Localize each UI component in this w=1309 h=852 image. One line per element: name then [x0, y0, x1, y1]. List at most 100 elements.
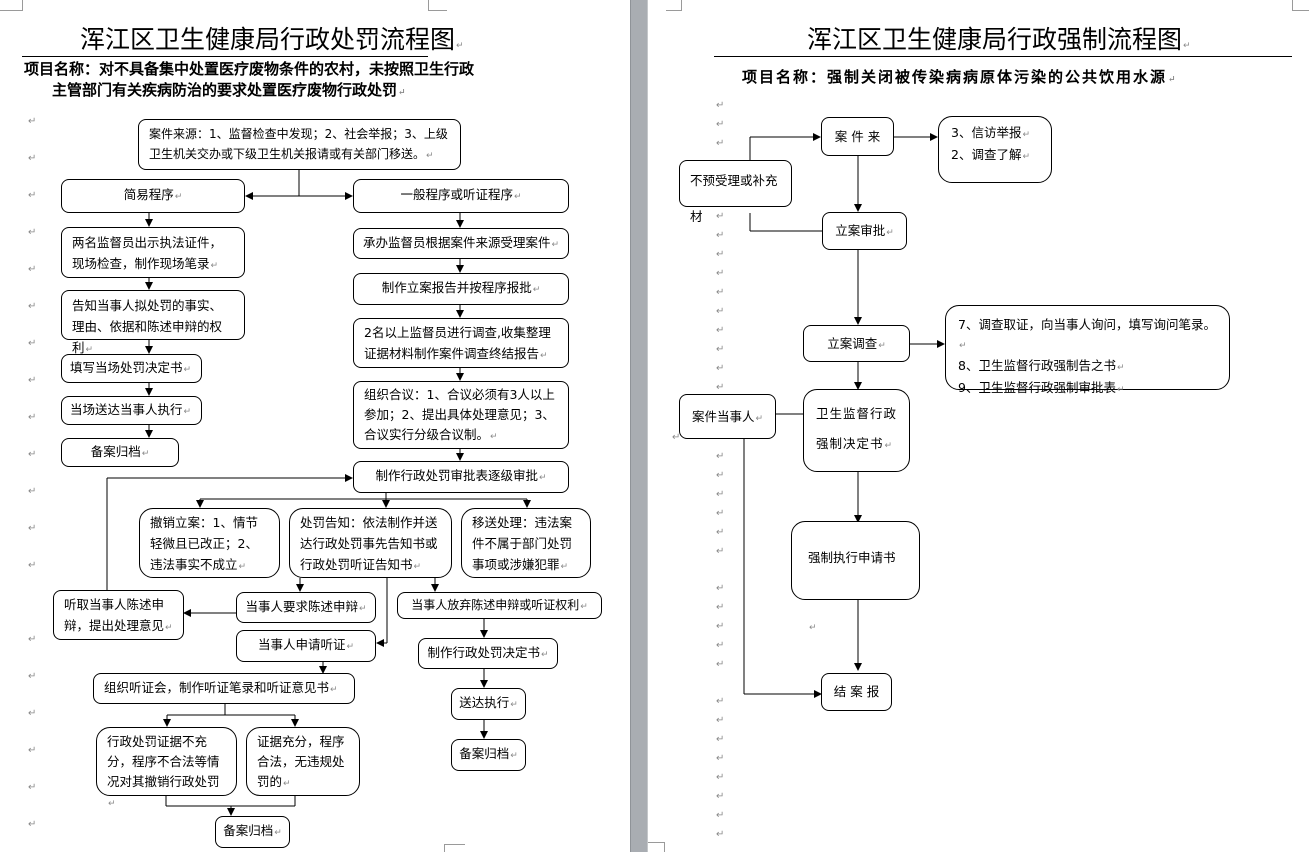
node-general-step-4: 组织合议：1、合议必须有3人以上参加；2、提出具体处理意见；3、合议实行分级合议… [353, 381, 569, 449]
page-gutter [630, 0, 648, 852]
node-case-source: 案件来源：1、监督检查中发现；2、社会举报；3、上级卫生机关交办或下级卫生机关报… [138, 119, 461, 170]
paragraph-mark: ↵ [672, 432, 681, 443]
paragraph-mark: ↵ [716, 363, 725, 374]
paragraph-mark: ↵ [716, 138, 725, 149]
margin-corner [648, 842, 665, 852]
paragraph-mark: ↵ [716, 489, 725, 500]
paragraph-mark: ↵ [716, 287, 725, 298]
paragraph-mark: ↵ [716, 382, 725, 393]
node-approval-form: 制作行政处罚审批表逐级审批 [353, 461, 569, 493]
paragraph-mark: ↵ [716, 829, 725, 840]
node-simple-step-2: 告知当事人拟处罚的事实、理由、依据和陈述申辩的权利 [61, 290, 245, 355]
paragraph-mark: ↵ [716, 306, 725, 317]
node-revoke-case: 撤销立案：1、情节轻微且已改正；2、违法事实不成立 [139, 508, 280, 578]
title-rule [714, 56, 1292, 57]
margin-corner [444, 844, 465, 852]
page-left: 浑江区卫生健康局行政处罚流程图 项目名称：对不具备集中处置医疗废物条件的农村，未… [0, 0, 630, 852]
paragraph-mark: ↵ [716, 546, 725, 557]
paragraph-mark: ↵ [28, 708, 37, 719]
document-item: 7、调查取证，向当事人询问，填写询问笔录。 [958, 315, 1217, 356]
paragraph-mark: ↵ [28, 116, 37, 127]
node-case-investigation: 立案调查 [803, 325, 910, 362]
project-name: 项目名称：强制关闭被传染病病原体污染的公共饮用水源 [742, 66, 1178, 91]
page-right: 浑江区卫生健康局行政强制流程图 项目名称：强制关闭被传染病病原体污染的公共饮用水… [648, 0, 1309, 852]
paragraph-mark: ↵ [28, 375, 37, 386]
paragraph-mark: ↵ [28, 819, 37, 830]
node-simple-step-1: 两名监督员出示执法证件，现场检查，制作现场笔录 [61, 227, 245, 278]
paragraph-mark: ↵ [28, 227, 37, 238]
paragraph-mark: ↵ [28, 745, 37, 756]
paragraph-mark: ↵ [716, 621, 725, 632]
paragraph-mark: ↵ [28, 412, 37, 423]
paragraph-mark: ↵ [28, 671, 37, 682]
paragraph-mark: ↵ [716, 527, 725, 538]
node-archive-bottom: 备案归档 [215, 816, 290, 848]
paragraph-mark: ↵ [28, 634, 37, 645]
node-simple-procedure: 简易程序 [61, 179, 245, 213]
paragraph-mark: ↵ [28, 338, 37, 349]
paragraph-mark: ↵ [716, 211, 725, 222]
margin-corner [1292, 0, 1309, 11]
paragraph-mark: ↵ [716, 753, 725, 764]
paragraph-mark: ↵ [28, 560, 37, 571]
paragraph-mark: ↵ [716, 810, 725, 821]
page-title: 浑江区卫生健康局行政处罚流程图 [80, 20, 464, 56]
paragraph-mark: ↵ [716, 734, 725, 745]
paragraph-mark: ↵ [716, 268, 725, 279]
paragraph-mark: ↵ [716, 451, 725, 462]
project-name-line2: 主管部门有关疾病防治的要求处置医疗废物行政处罚 [52, 79, 406, 104]
source-item: 3、信访举报 [951, 123, 1039, 145]
page-title: 浑江区卫生健康局行政强制流程图 [807, 20, 1191, 56]
node-request-statement: 当事人要求陈述申辩 [236, 592, 376, 623]
node-waive-rights: 当事人放弃陈述申辩或听证权利 [397, 592, 602, 619]
node-case-source: 案 件 来 [821, 117, 894, 156]
node-penalty-notice: 处罚告知：依法制作并送达行政处罚事先告知书或行政处罚听证告知书 [289, 508, 452, 578]
paragraph-mark: ↵ [28, 523, 37, 534]
paragraph-mark: ↵ [716, 249, 725, 260]
node-case-approval: 立案审批 [822, 212, 907, 250]
node-document-list: 7、调查取证，向当事人询问，填写询问笔录。 8、卫生监督行政强制告之书 9、卫生… [945, 305, 1230, 395]
paragraph-mark: ↵ [716, 325, 725, 336]
node-general-procedure: 一般程序或听证程序 [353, 179, 569, 213]
node-enforcement-decision: 卫生监督行政强制决定书 [803, 389, 910, 472]
title-rule [22, 56, 428, 57]
margin-corner [666, 0, 682, 11]
node-simple-step-3: 填写当场处罚决定书 [61, 354, 202, 383]
node-case-party: 案件当事人 [679, 394, 776, 439]
paragraph-mark: ↵ [28, 782, 37, 793]
paragraph-mark: ↵ [28, 486, 37, 497]
node-penalty-decision: 制作行政处罚决定书 [418, 638, 558, 669]
paragraph-mark: ↵ [716, 230, 725, 241]
margin-corner [428, 0, 447, 11]
paragraph-mark: ↵ [716, 696, 725, 707]
document-item: 9、卫生监督行政强制审批表 [958, 378, 1217, 400]
node-general-step-2: 制作立案报告并按程序报批 [353, 273, 569, 305]
margin-corner [0, 0, 23, 11]
paragraph-mark: ↵ [716, 602, 725, 613]
paragraph-mark: ↵ [716, 344, 725, 355]
paragraph-mark: ↵ [28, 301, 37, 312]
paragraph-mark: ↵ [716, 640, 725, 651]
flow-connectors [743, 133, 945, 698]
project-name-line1: 项目名称：对不具备集中处置医疗废物条件的农村，未按照卫生行政 [24, 60, 475, 78]
paragraph-mark: ↵ [28, 190, 37, 201]
node-case-closing: 结 案 报 [821, 673, 892, 711]
paragraph-mark: ↵ [716, 470, 725, 481]
paragraph-mark: ↵ [716, 583, 725, 594]
paragraph-mark: ↵ [716, 659, 725, 670]
node-execution-application: 强制执行申请书 [791, 521, 920, 633]
node-simple-step-4: 当场送达当事人执行 [61, 396, 202, 425]
node-deliver-execute: 送达执行 [451, 688, 526, 720]
paragraph-mark: ↵ [28, 264, 37, 275]
paragraph-mark: ↵ [28, 153, 37, 164]
node-general-step-1: 承办监督员根据案件来源受理案件 [353, 228, 569, 259]
paragraph-mark: ↵ [716, 791, 725, 802]
source-item: 2、调查了解 [951, 145, 1039, 167]
node-not-accepted: 不预受理或补充材 [679, 160, 792, 224]
paragraph-mark: ↵ [716, 772, 725, 783]
paragraph-mark: ↵ [716, 119, 725, 130]
node-simple-archive: 备案归档 [61, 438, 179, 467]
flow-connectors [106, 170, 531, 816]
paragraph-mark: ↵ [28, 449, 37, 460]
node-general-step-3: 2名以上监督员进行调查,收集整理证据材料制作案件调查终结报告 [353, 318, 569, 368]
